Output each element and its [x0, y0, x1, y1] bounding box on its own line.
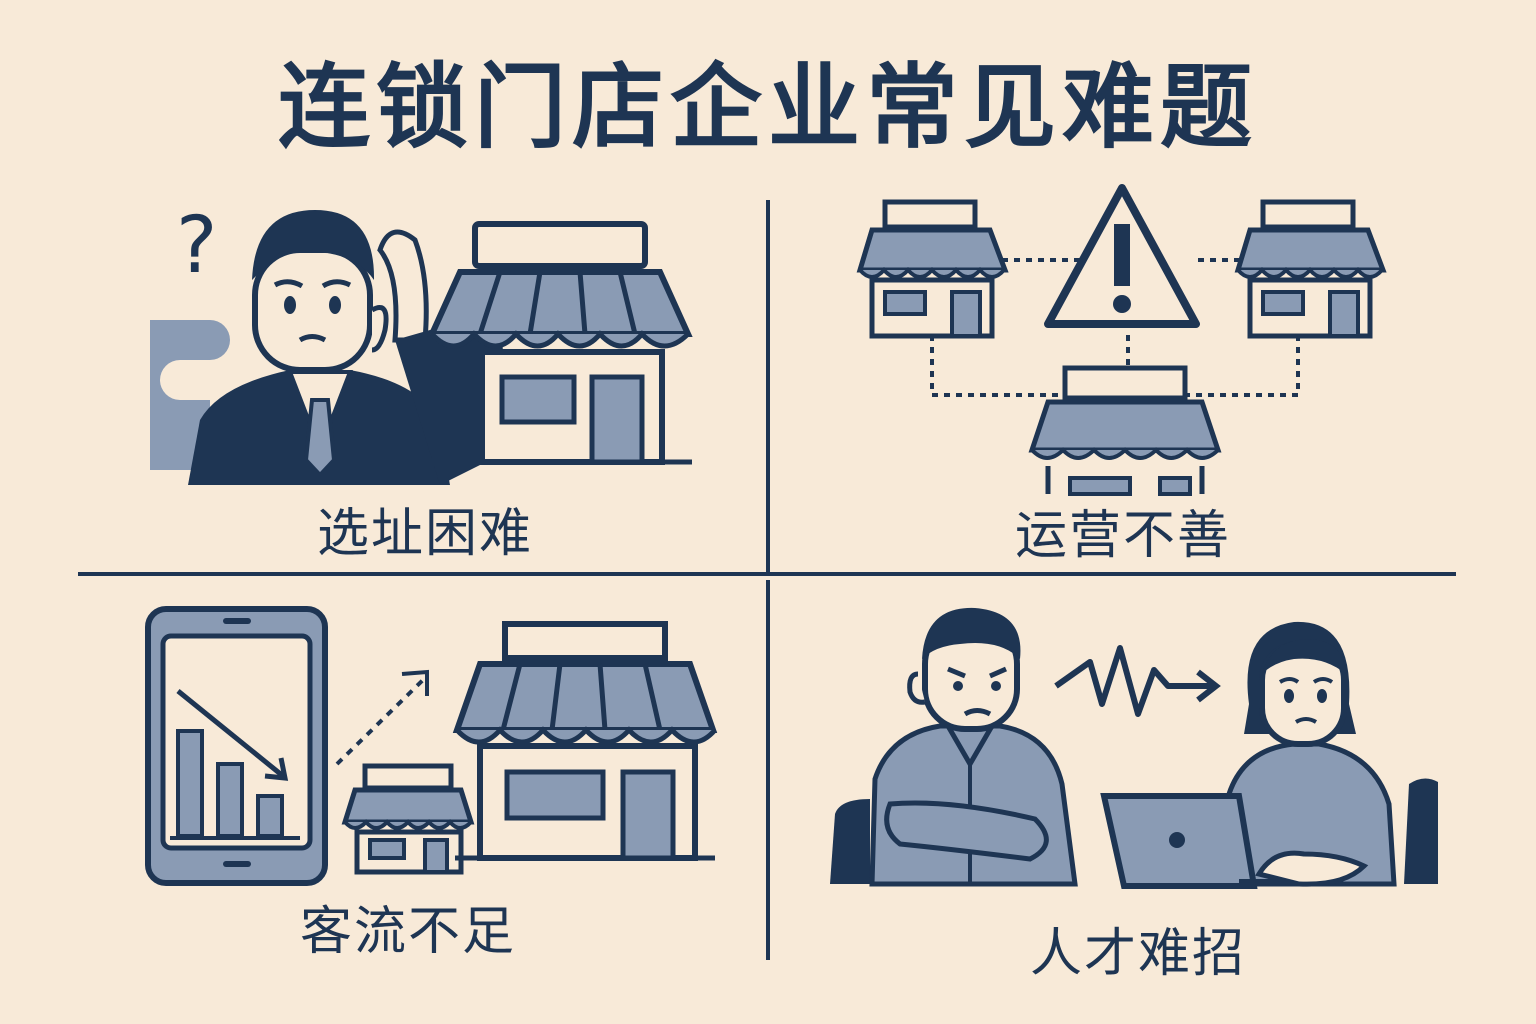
- dotted-arrow-icon: [335, 669, 429, 766]
- warning-triangle-icon: [1044, 184, 1200, 328]
- panel-label-foot-traffic: 客流不足: [299, 902, 516, 962]
- storefront-icon-center: [1028, 365, 1222, 496]
- panel-talent-recruitment: 人才难招: [768, 576, 1536, 1024]
- vertical-divider-bottom: [766, 580, 770, 960]
- horizontal-divider: [78, 572, 1456, 576]
- panel-label-talent-recruitment: 人才难招: [1029, 924, 1246, 984]
- panel-operations: 运营不善: [768, 0, 1536, 572]
- vertical-divider-top: [766, 200, 770, 572]
- small-store-icon: [341, 763, 475, 875]
- panel-foot-traffic: 客流不足: [0, 576, 768, 1024]
- frustrated-man-arms-crossed-icon: [830, 607, 1078, 887]
- storefront-icon-left: [856, 199, 1009, 339]
- large-store-icon: [452, 621, 718, 861]
- panel-label-site-selection: 选址困难: [316, 504, 533, 564]
- page-title: 连锁门店企业常见难题: [277, 54, 1258, 161]
- tablet-declining-chart-icon: [145, 606, 328, 886]
- confused-businessman-icon: [150, 210, 510, 485]
- question-mark-icon: ?: [176, 201, 217, 291]
- zigzag-arrow-icon: [1054, 645, 1221, 717]
- storefront-icon: [427, 221, 693, 465]
- svg-text:?: ?: [176, 201, 217, 291]
- worried-woman-laptop-icon: [1100, 621, 1438, 889]
- storefront-icon-right: [1234, 199, 1387, 339]
- panel-label-operations: 运营不善: [1014, 506, 1231, 566]
- panel-site-selection: ? 选址困难: [0, 0, 768, 572]
